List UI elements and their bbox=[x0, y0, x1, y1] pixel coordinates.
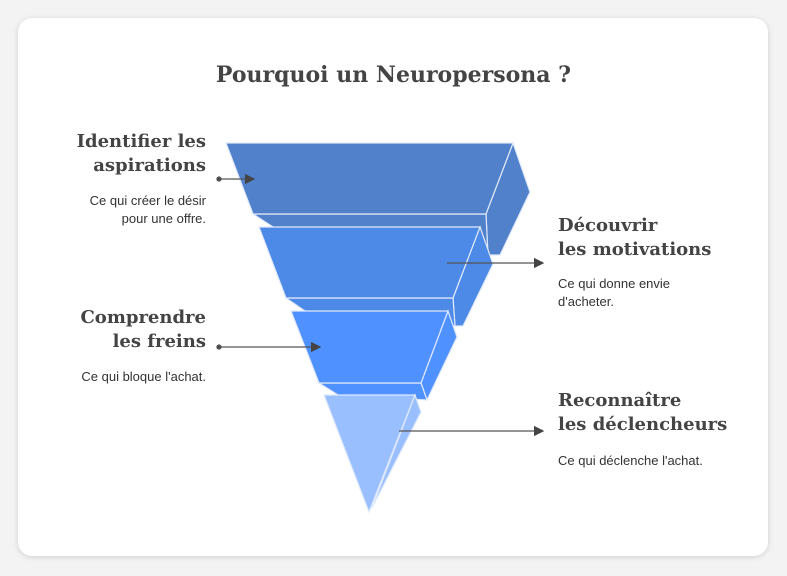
funnel-layer-2 bbox=[258, 226, 481, 299]
stage-4-heading: Reconnaître les déclencheurs bbox=[558, 390, 728, 435]
stage-1-description: Ce qui créer le désir pour une offre. bbox=[89, 193, 206, 226]
page-title: Pourquoi un Neuropersona ? bbox=[215, 62, 572, 88]
stage-1-heading: Identifier les aspirations bbox=[76, 131, 206, 176]
funnel-layer-4 bbox=[323, 394, 416, 514]
stage-2-heading: Découvrir les motivations bbox=[558, 215, 712, 260]
stage-2-description: Ce qui donne envie d'acheter. bbox=[558, 276, 671, 309]
funnel-layer-3 bbox=[290, 310, 449, 384]
funnel-layer-1 bbox=[225, 142, 514, 215]
funnel-layer-4-side bbox=[371, 393, 422, 509]
stage-3-heading: Comprendre les freins bbox=[80, 307, 206, 352]
stage-4-description: Ce qui déclenche l'achat. bbox=[558, 453, 703, 468]
stage-3-description: Ce qui bloque l'achat. bbox=[81, 369, 206, 384]
